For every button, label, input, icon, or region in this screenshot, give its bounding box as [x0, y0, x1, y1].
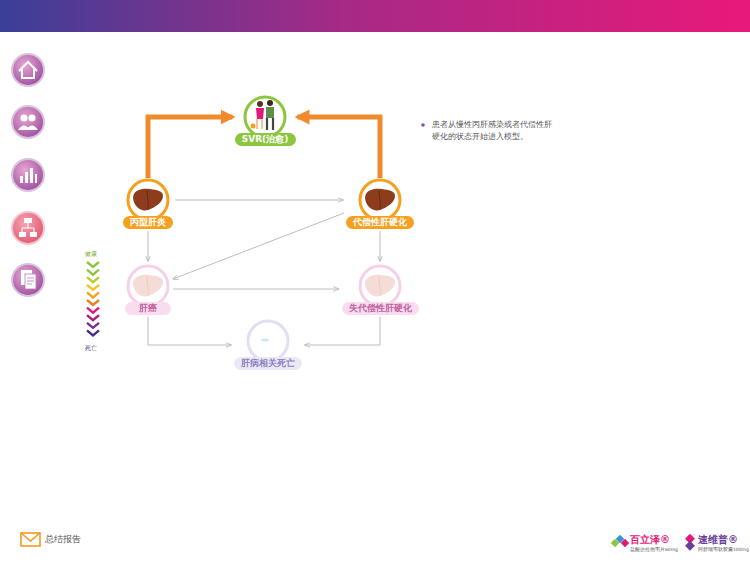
- liver-picture: [133, 189, 163, 211]
- node-label: 丙型肝炎: [123, 216, 173, 229]
- logo-mark: [611, 535, 629, 547]
- transition-arrow: [298, 117, 381, 178]
- node-label: SVR(治愈): [235, 133, 296, 146]
- scale-label: 健康: [85, 250, 103, 258]
- chevron: [87, 292, 99, 297]
- chevron: [87, 270, 99, 275]
- people-icon: [12, 106, 44, 138]
- transition-arrow: [173, 213, 344, 279]
- chevron: [87, 315, 99, 320]
- state-node: 肝癌: [125, 263, 171, 315]
- transition-arrow: [148, 317, 231, 345]
- chevron: [87, 300, 99, 305]
- node-label: 代偿性肝硬化: [346, 216, 414, 229]
- node-label: 失代偿性肝硬化: [342, 302, 419, 315]
- chevron: [87, 277, 99, 282]
- state-node: 失代偿性肝硬化: [342, 263, 419, 315]
- flow-icon: [12, 212, 44, 244]
- home-icon: [12, 54, 44, 86]
- transition-arrow: [148, 117, 233, 178]
- scale-label: 死亡: [85, 344, 103, 352]
- outcome-node: SVR(治愈): [235, 94, 296, 146]
- people-picture: [251, 100, 275, 130]
- liver-picture: [133, 275, 163, 297]
- logo-mark: [685, 534, 695, 551]
- outcome-node: 肝病相关死亡: [234, 318, 302, 370]
- chevron: [87, 323, 99, 328]
- state-node: 代偿性肝硬化: [346, 177, 414, 229]
- bullet-dot: [421, 123, 425, 127]
- brand-name: 百立泽®: [630, 534, 675, 546]
- document-icon: [12, 264, 44, 296]
- liver-picture: [365, 189, 395, 211]
- brand-name: 速维普®: [698, 534, 744, 546]
- transition-arrow: [305, 317, 380, 345]
- top-bar: [0, 0, 750, 32]
- chevron: [87, 330, 99, 335]
- transition-arrow: [148, 231, 149, 261]
- chart-icon: [12, 159, 44, 191]
- footer-link: 总结报告: [45, 533, 105, 546]
- transition-arrow: [175, 200, 343, 201]
- transition-arrow: [173, 289, 339, 290]
- brand-subtitle: 阿舒瑞韦软胶囊100mg: [698, 547, 748, 553]
- chevron: [87, 262, 99, 267]
- node-label: 肝病相关死亡: [234, 357, 302, 370]
- node-label: 肝癌: [125, 302, 171, 315]
- liver-picture: [365, 275, 395, 297]
- chevron: [87, 285, 99, 290]
- transition-arrow: [380, 231, 381, 261]
- chevron: [87, 308, 99, 313]
- severity-chevrons: [87, 262, 99, 335]
- brand-subtitle: 盐酸达拉他韦片60mg: [630, 547, 690, 553]
- envelope-icon: [21, 533, 40, 546]
- state-node: 丙型肝炎: [123, 177, 173, 229]
- note-text: 患者从慢性丙肝感染或者代偿性肝硬化的状态开始进入模型。: [432, 119, 557, 143]
